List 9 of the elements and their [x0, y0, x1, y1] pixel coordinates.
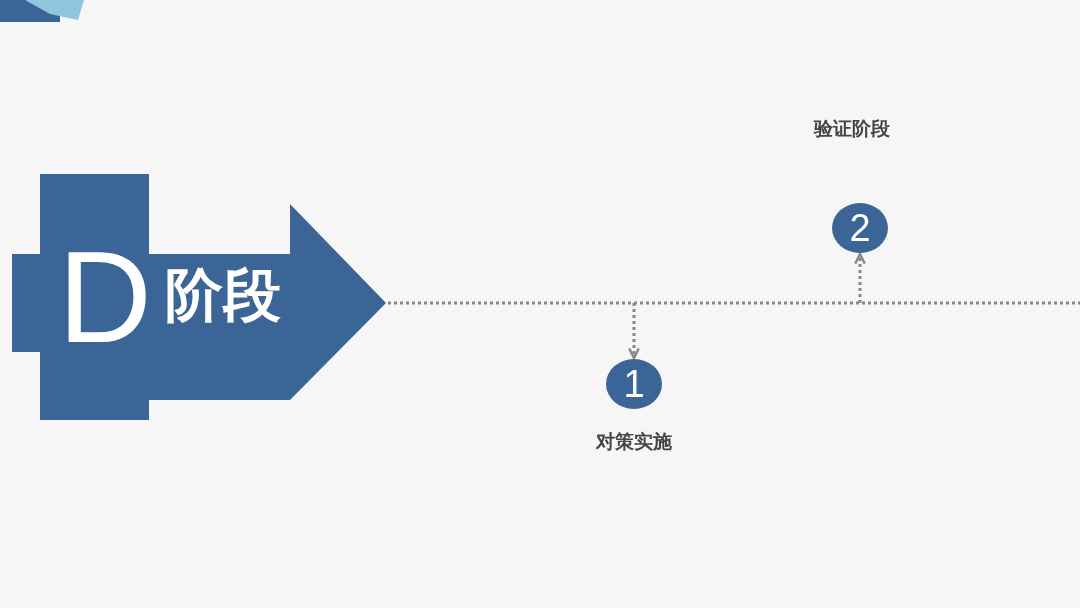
step-label: 对策实施	[594, 429, 673, 453]
number-circle: 1	[606, 359, 662, 409]
number-circle: 2	[832, 203, 888, 253]
dotted-line	[388, 301, 1080, 305]
big-letter: D	[58, 232, 152, 362]
step-label: 验证阶段	[812, 116, 891, 140]
banner-title: 阶段	[165, 266, 281, 324]
dotted-arrow	[854, 252, 866, 303]
dotted-arrow	[628, 303, 640, 360]
